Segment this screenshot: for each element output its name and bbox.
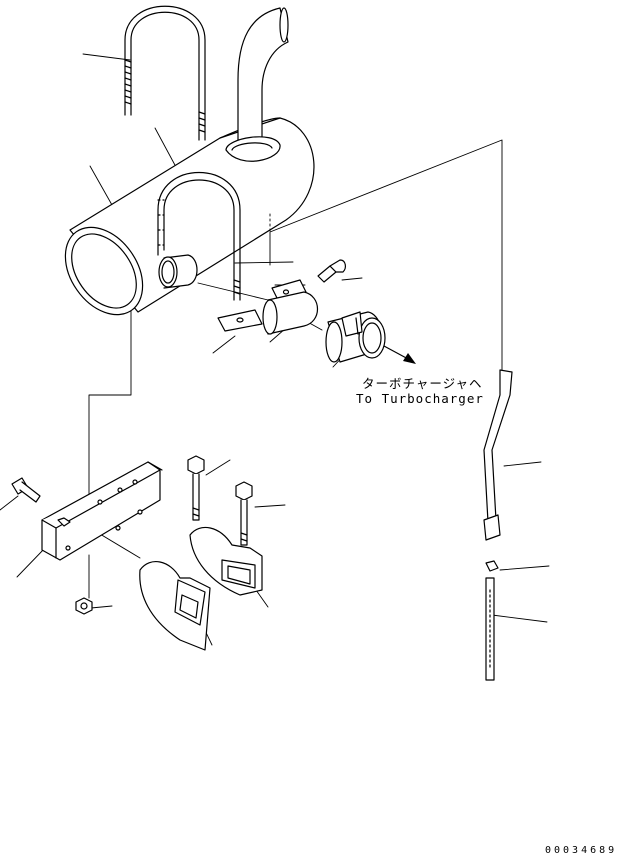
bracket-bolt-left	[11, 477, 41, 503]
to-turbocharger-en-label: To Turbocharger	[356, 391, 484, 406]
support-block-right	[189, 526, 263, 596]
tube-clip	[485, 560, 499, 572]
bracket-nut	[75, 597, 93, 615]
exhaust-stack	[225, 7, 289, 162]
arrow-right-down-icon	[383, 345, 416, 364]
lower-u-bolt	[157, 171, 241, 301]
breather-tube	[483, 369, 513, 541]
support-block-left	[139, 561, 211, 651]
upper-u-bolt	[124, 5, 206, 141]
to-turbocharger-jp-label: ターボチャージャヘ	[362, 376, 483, 391]
long-bolt-1	[187, 455, 205, 521]
gasket-plate	[217, 309, 263, 332]
lower-hose	[485, 577, 495, 681]
outlet-stub	[158, 254, 198, 289]
long-bolt-2	[235, 481, 253, 546]
muffler	[64, 117, 315, 316]
pipe-flange	[262, 279, 319, 335]
pipe-clamp	[325, 311, 386, 363]
drawing-reference-number: 00034689	[545, 845, 618, 856]
mounting-bracket	[41, 461, 163, 561]
flange-bolt	[317, 259, 346, 283]
